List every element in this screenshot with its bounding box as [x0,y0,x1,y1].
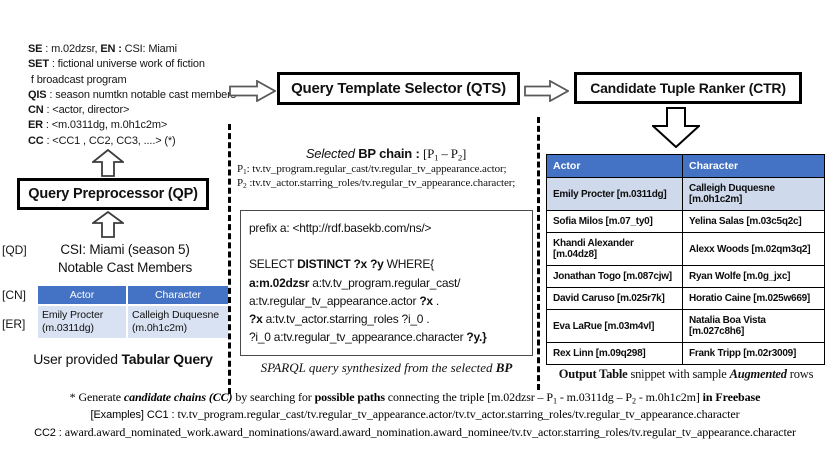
cell-character: Horatio Caine [m.025w669] [682,287,825,310]
table-header-row: Actor Character [546,154,825,178]
arrow-up-qp-to-annotations-icon [92,149,124,177]
sparql-query-box: prefix a: <http://rdf.basekb.com/ns/> SE… [240,210,533,356]
cell-character: Calleigh Duquesne [m.0h1c2m] [682,177,825,211]
footnote-line-2: [Examples] CC1 : tv.tv_program.regular_c… [90,406,740,421]
annotation-er: ER : <m.0311dg, m.0h1c2m> [28,119,168,132]
bp-path-p2: P2 :tv.tv_actor.starring_roles/tv.regula… [237,177,516,191]
query-preprocessor-box: Query Preprocessor (QP) [17,178,209,210]
qd-label: [QD] [2,243,27,257]
qp-output-annotations: SE : m.02dzsr, EN : CSI: Miami SET : fic… [28,42,236,149]
output-table: Actor Character Emily Procter [m.0311dg]… [546,154,825,365]
sparql-triple-line-2: a:tv.regular_tv_appearance.actor ?x . [249,293,439,308]
bp-chain-formula: [P1 – P2] [422,146,467,163]
cell-character: Alexx Woods [m.02qm3q2] [682,232,825,266]
table-row: Eva LaRue [m.03m4vl] Natalia Boa Vista [… [546,309,825,343]
qp-title: Query Preprocessor (QP) [28,186,198,202]
sparql-select-line: SELECT DISTINCT ?x ?y WHERE{ [249,257,434,272]
left-panel-caption: User provided Tabular Query [33,351,213,367]
panel-divider-right [537,117,540,390]
candidate-tuple-ranker-box: Candidate Tuple Ranker (CTR) [574,72,802,104]
column-header-actor: Actor [546,154,683,178]
sparql-prefix-line: prefix a: <http://rdf.basekb.com/ns/> [249,221,432,235]
cell-actor: Eva LaRue [m.03m4vl] [546,309,683,343]
table-row: Emily Procter (m.0311dg) Calleigh Duques… [38,306,228,338]
query-description: CSI: Miami (season 5) Notable Cast Membe… [25,241,225,276]
sparql-triple-line-1: a:m.02dzsr a:tv.tv_program.regular_cast/ [249,275,461,290]
table-row: David Caruso [m.025r7k] Horatio Caine [m… [546,287,825,310]
table-row: Jonathan Togo [m.087cjw] Ryan Wolfe [m.0… [546,265,825,288]
cell-actor: Sofia Milos [m.07_ty0] [546,210,683,233]
arrow-right-qts-to-ctr-icon [524,80,569,102]
column-header-character: Character [682,154,825,178]
cell-actor: David Caruso [m.025r7k] [546,287,683,310]
cell-character: Calleigh Duquesne (m.0h1c2m) [128,306,228,338]
arrow-down-ctr-to-output-icon [652,107,700,148]
cell-actor: Rex Linn [m.09q298] [546,342,683,365]
annotation-set: SET : fictional universe work of fiction [28,58,205,71]
table-row: Rex Linn [m.09q298] Frank Tripp [m.02r30… [546,342,825,365]
ctr-title: Candidate Tuple Ranker (CTR) [590,80,786,96]
table-row: Khandi Alexander [m.04dz8] Alexx Woods [… [546,232,825,266]
table-row-highlighted: Emily Procter [m.0311dg] Calleigh Duques… [546,177,825,211]
sparql-triple-line-4: ?i_0 a:tv.regular_tv_appearance.characte… [249,330,487,345]
cell-character: Natalia Boa Vista [m.027c8h6] [682,309,825,343]
cell-character: Yelina Salas [m.03c5q2c] [682,210,825,233]
sparql-triple-line-3: ?x a:tv.tv_actor.starring_roles ?i_0 . [249,312,430,327]
qd-line2: Notable Cast Members [57,259,193,275]
arrow-up-qd-to-qp-icon [92,211,124,238]
annotation-qis: QIS : season numtkn notable cast members [28,88,236,101]
table-header-row: Actor Character [38,286,228,304]
selected-bp-chain-line: Selected BP chain : [P1 – P2] [305,146,467,163]
sparql-caption: SPARQL query synthesized from the select… [260,360,513,375]
column-header-character: Character [128,286,228,304]
table-row: Sofia Milos [m.07_ty0] Yelina Salas [m.0… [546,210,825,233]
footnote-line-3: CC2 : award.award_nominated_work.award_n… [34,424,796,439]
annotation-cn: CN : <actor, director> [28,104,130,117]
qd-line1: CSI: Miami (season 5) [60,242,190,257]
panel-divider-left [228,124,231,394]
qts-title: Query Template Selector (QTS) [291,80,506,97]
output-table-caption: Output Table snippet with sample Augment… [558,367,814,381]
query-template-selector-box: Query Template Selector (QTS) [277,72,520,105]
footnote: * Generate candidate chains (CC) by sear… [0,389,830,441]
cell-actor: Emily Procter [m.0311dg] [546,177,683,211]
er-label: [ER] [2,317,26,331]
bp-path-p1: P1: tv.tv_program.regular_cast/tv.regula… [237,163,507,177]
annotation-cc: CC : <CC1 , CC2, CC3, ....> (*) [28,134,176,147]
cn-label: [CN] [2,288,26,302]
footnote-line-1: * Generate candidate chains (CC) by sear… [69,390,761,406]
arrow-right-annotations-to-qts-icon [229,80,276,102]
annotation-se-en: SE : m.02dzsr, EN : CSI: Miami [28,43,177,55]
sparql-blank-line [249,237,524,255]
cell-actor: Jonathan Togo [m.087cjw] [546,265,683,288]
cell-character: Frank Tripp [m.02r3009] [682,342,825,365]
input-tabular-query-table: Actor Character Emily Procter (m.0311dg)… [36,284,230,340]
cell-actor: Emily Procter (m.0311dg) [38,306,126,338]
annotation-set-cont: f broadcast program [28,73,127,86]
cell-actor: Khandi Alexander [m.04dz8] [546,232,683,266]
cell-character: Ryan Wolfe [m.0g_jxc] [682,265,825,288]
column-header-actor: Actor [38,286,126,304]
